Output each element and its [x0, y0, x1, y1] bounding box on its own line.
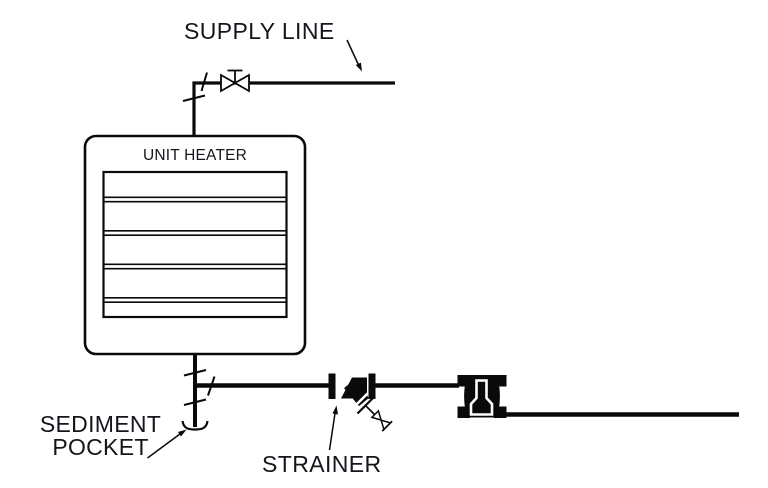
unit-heater-louvers — [103, 196, 287, 304]
sediment-pocket-label: SEDIMENT POCKET — [29, 413, 172, 459]
sediment-leader-arrow — [147, 429, 187, 459]
condensate-run-pipe — [195, 376, 459, 396]
strainer-label: STRAINER — [262, 451, 382, 477]
supply-leader-arrow — [346, 39, 362, 72]
strainer-icon — [328, 373, 377, 417]
blowdown-valve-icon — [370, 409, 393, 432]
steam-trap-icon — [457, 375, 507, 418]
supply-line-label: SUPPLY LINE — [184, 18, 335, 44]
gate-valve-icon — [220, 69, 250, 93]
sediment-pocket-label-line2: POCKET — [52, 434, 149, 460]
condensate-drop-pipe — [183, 353, 207, 427]
sediment-pocket-label-line1: SEDIMENT — [39, 411, 162, 437]
unit-heater-box — [83, 134, 307, 356]
supply-pipe — [192, 81, 395, 137]
sediment-pocket-cap-icon — [181, 420, 209, 431]
unit-heater-label: UNIT HEATER — [142, 147, 248, 164]
strainer-leader-arrow — [328, 405, 338, 451]
union-icon — [182, 72, 208, 102]
